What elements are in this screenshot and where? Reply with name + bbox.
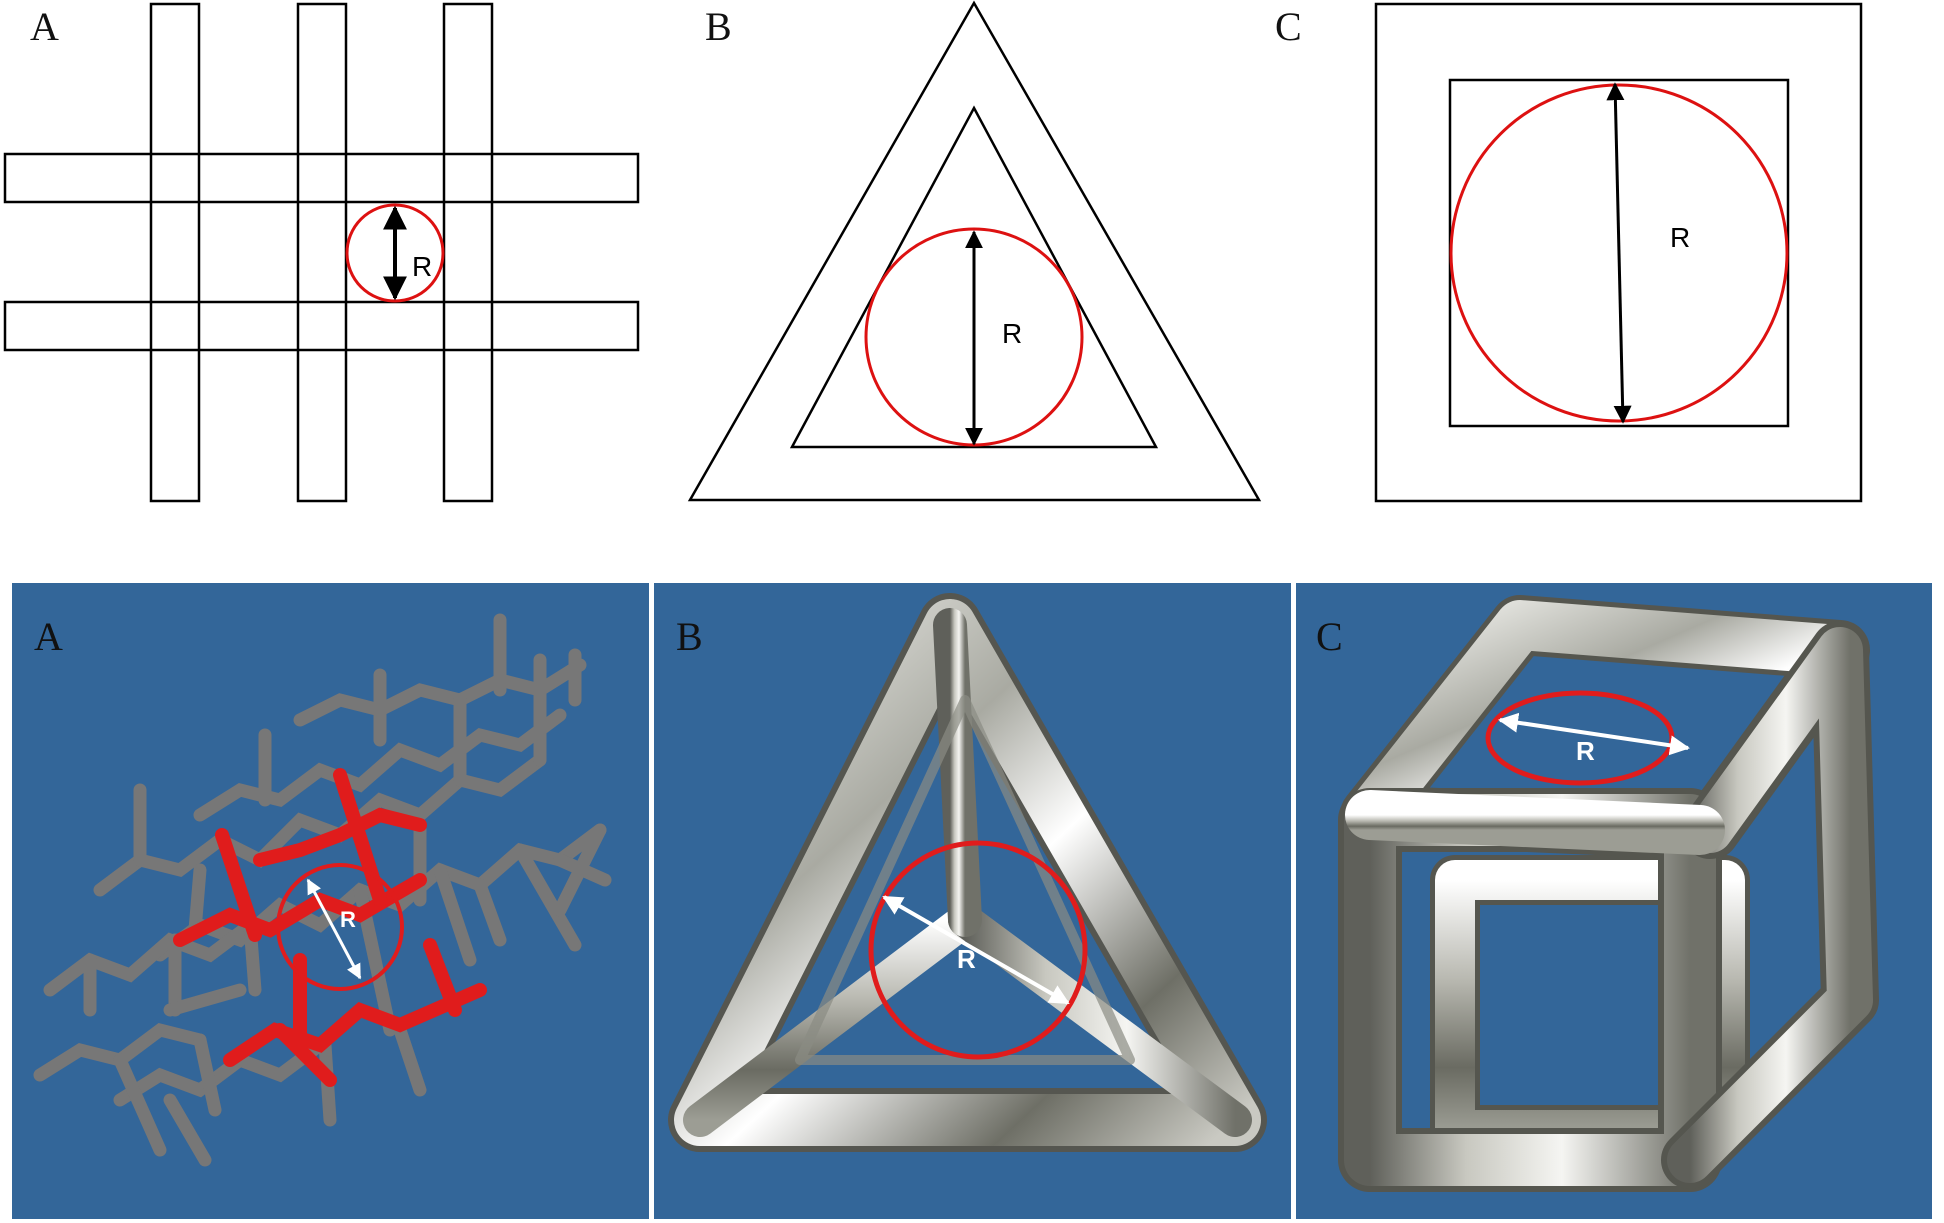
cube-frame xyxy=(1338,595,1879,1192)
pore-circle xyxy=(345,203,445,303)
bottom-panel-b-label: B xyxy=(676,614,703,659)
radius-arrow xyxy=(882,895,1070,1005)
red-highlighted-struts xyxy=(173,768,487,1087)
bottom-panel-c: C R xyxy=(1296,583,1932,1219)
outer-square xyxy=(1374,2,1863,503)
bottom-panel-a-radius-label: R xyxy=(340,907,356,932)
bottom-panel-a: A xyxy=(12,583,649,1219)
bottom-panel-c-label: C xyxy=(1316,614,1343,659)
top-panel-b-label: B xyxy=(705,4,732,49)
grid-lattice xyxy=(3,2,640,503)
tetrahedron-frame xyxy=(668,593,1267,1152)
radius-arrow xyxy=(1606,82,1632,424)
top-panel-c-radius-label: R xyxy=(1670,222,1690,253)
bottom-panel-a-label: A xyxy=(34,614,63,659)
top-panel-c: C R xyxy=(1275,2,1863,503)
radius-arrow xyxy=(306,878,362,980)
bottom-panel-c-radius-label: R xyxy=(1576,736,1595,766)
top-panel-a-radius-label: R xyxy=(412,251,432,282)
pore-circle xyxy=(868,840,1088,1060)
radius-arrow xyxy=(1498,712,1690,756)
top-panel-c-label: C xyxy=(1275,4,1302,49)
top-panel-a: A R xyxy=(3,2,640,503)
top-panel-b: B R xyxy=(687,0,1262,502)
outer-triangle xyxy=(687,0,1262,502)
top-panel-a-label: A xyxy=(30,4,59,49)
bottom-panel-b-radius-label: R xyxy=(957,944,976,974)
top-panel-b-radius-label: R xyxy=(1002,318,1022,349)
pore-circle xyxy=(276,863,404,991)
bottom-panel-b: B R xyxy=(654,583,1291,1219)
